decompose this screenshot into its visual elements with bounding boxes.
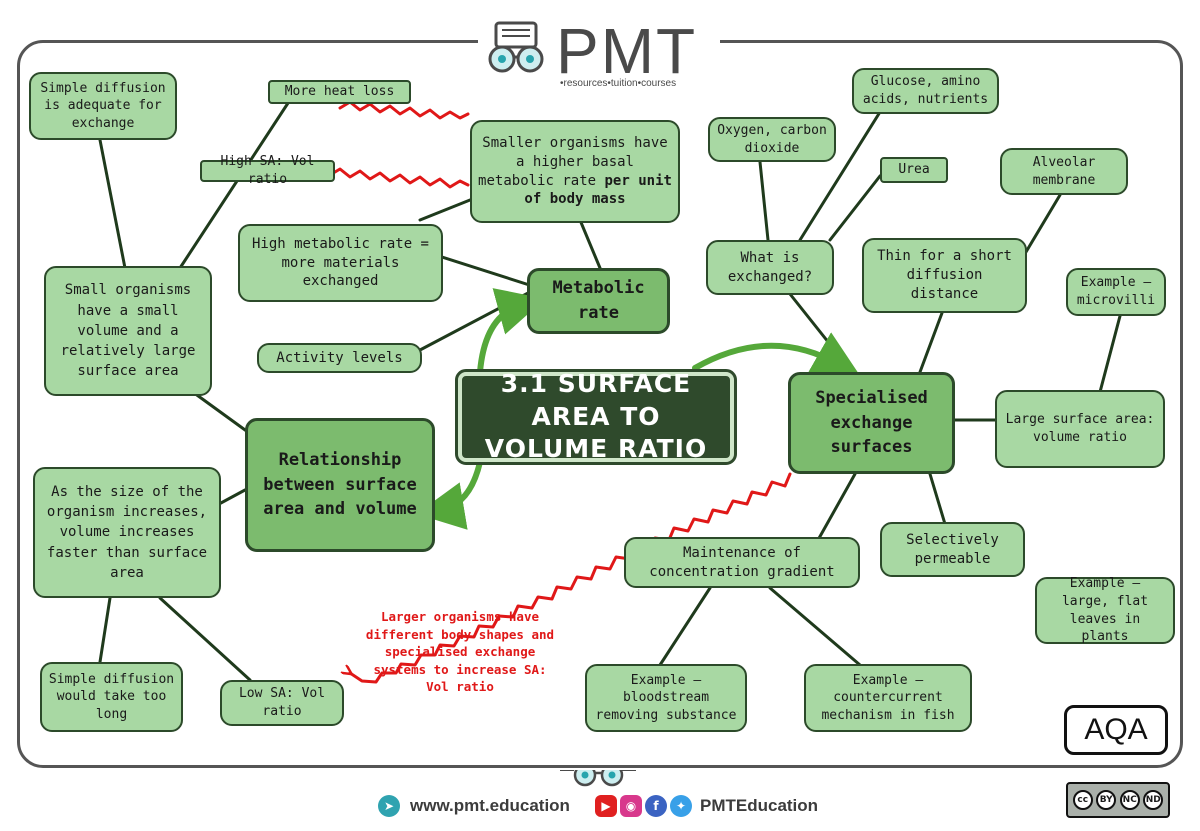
node-large-sa: Large surface area: volume ratio [995, 390, 1165, 468]
red-annotation-text: Larger organisms have different body sha… [365, 609, 555, 694]
node-high-metabolic-text: High metabolic rate = more materials exc… [251, 235, 429, 290]
node-glucose-text: Glucose, amino acids, nutrients [862, 74, 989, 107]
node-thin: Thin for a short diffusion distance [862, 238, 1027, 313]
logo-tagline: •resources•tuition•courses [560, 78, 677, 89]
node-alveolar: Alveolar membrane [1000, 148, 1128, 195]
node-oxygen: Oxygen, carbon dioxide [708, 117, 836, 162]
node-countercurrent-text: Example – countercurrent mechanism in fi… [821, 672, 955, 723]
node-leaves: Example – large, flat leaves in plants [1035, 576, 1175, 645]
node-metabolic-rate: Metabolic rate [527, 268, 670, 334]
node-simple-diffusion-adequate-text: Simple diffusion is adequate for exchang… [40, 80, 166, 131]
node-simple-diffusion-long: Simple diffusion would take too long [40, 662, 183, 732]
node-metabolic-rate-text: Metabolic rate [552, 278, 645, 323]
footer-social-handle[interactable]: PMTEducation [700, 796, 819, 815]
node-high-sa-vol: High SA: Vol ratio [200, 154, 335, 187]
node-more-heat-loss: More heat loss [268, 80, 411, 104]
node-small-organisms-text: Small organisms have a small volume and … [60, 282, 196, 380]
node-high-sa-vol-text: High SA: Vol ratio [220, 154, 315, 187]
node-glucose: Glucose, amino acids, nutrients [852, 68, 999, 114]
node-size-increases-text: As the size of the organism increases, v… [46, 483, 208, 581]
node-countercurrent: Example – countercurrent mechanism in fi… [804, 664, 972, 732]
central-topic: 3.1 SURFACE AREA TO VOLUME RATIO [455, 369, 737, 465]
cursor-icon: ➤ [378, 795, 400, 817]
node-relationship-text: Relationship between surface area and vo… [263, 450, 417, 520]
node-thin-text: Thin for a short diffusion distance [877, 248, 1012, 302]
node-smaller-organisms-bold-text: per unit of body mass [524, 172, 672, 208]
aqa-badge-text: AQA [1084, 713, 1148, 746]
node-bloodstream: Example – bloodstream removing substance [585, 664, 747, 732]
node-selectively-permeable: Selectively permeable [880, 522, 1025, 577]
node-activity-levels-text: Activity levels [276, 349, 403, 366]
facebook-icon[interactable]: f [645, 795, 667, 817]
cc-nc-icon: NC [1119, 790, 1140, 810]
node-smaller-organisms: Smaller organisms have a higher basal me… [470, 120, 680, 223]
node-urea: Urea [880, 157, 948, 183]
glasses-book-icon [488, 21, 544, 73]
twitter-icon[interactable]: ✦ [670, 795, 692, 817]
node-low-sa-vol-text: Low SA: Vol ratio [238, 686, 326, 719]
node-size-increases: As the size of the organism increases, v… [33, 467, 221, 598]
cc-by-icon: BY [1096, 790, 1117, 810]
node-maintenance: Maintenance of concentration gradient [624, 537, 860, 588]
central-topic-text: 3.1 SURFACE AREA TO VOLUME RATIO [484, 369, 708, 464]
node-more-heat-loss-text: More heat loss [284, 84, 395, 100]
node-high-metabolic-rate: High metabolic rate = more materials exc… [238, 224, 443, 302]
node-what-exchanged-text: What is exchanged? [727, 249, 813, 285]
node-specialised-exchange-surfaces: Specialised exchange surfaces [788, 372, 955, 474]
node-what-exchanged: What is exchanged? [706, 240, 834, 295]
cc-icon: cc [1072, 790, 1093, 810]
creative-commons-license-badge: cc BY NC ND [1066, 782, 1170, 818]
node-selectively-text: Selectively permeable [906, 531, 999, 567]
node-microvilli: Example – microvilli [1066, 268, 1166, 316]
logo-text: PMT [556, 15, 698, 87]
node-oxygen-text: Oxygen, carbon dioxide [717, 122, 827, 156]
cc-nd-icon: ND [1143, 790, 1164, 810]
footer-decor [560, 770, 636, 787]
node-bloodstream-text: Example – bloodstream removing substance [595, 672, 737, 723]
node-alveolar-text: Alveolar membrane [1032, 154, 1096, 188]
youtube-icon[interactable]: ▶ [595, 795, 617, 817]
node-small-organisms: Small organisms have a small volume and … [44, 266, 212, 396]
node-simple-diffusion-long-text: Simple diffusion would take too long [48, 671, 175, 722]
node-microvilli-text: Example – microvilli [1076, 275, 1156, 308]
node-smaller-organisms-text: Smaller organisms have a higher basal me… [478, 134, 668, 189]
node-relationship: Relationship between surface area and vo… [245, 418, 435, 552]
node-specialised-text: Specialised exchange surfaces [815, 388, 928, 458]
instagram-icon[interactable]: ◉ [620, 795, 642, 817]
red-annotation: Larger organisms have different body sha… [360, 608, 560, 696]
node-maintenance-text: Maintenance of concentration gradient [649, 544, 835, 580]
aqa-badge: AQA [1064, 705, 1168, 755]
node-simple-diffusion-adequate: Simple diffusion is adequate for exchang… [29, 72, 177, 140]
node-activity-levels: Activity levels [257, 343, 422, 373]
node-large-sa-text: Large surface area: volume ratio [1005, 412, 1155, 445]
node-urea-text: Urea [898, 162, 930, 178]
node-leaves-text: Example – large, flat leaves in plants [1061, 576, 1149, 645]
footer-website[interactable]: www.pmt.education [410, 796, 570, 815]
pmt-logo: PMT •resources•tuition•courses [478, 8, 720, 94]
node-low-sa-vol: Low SA: Vol ratio [220, 680, 344, 726]
footer-glasses-icon [560, 770, 636, 787]
